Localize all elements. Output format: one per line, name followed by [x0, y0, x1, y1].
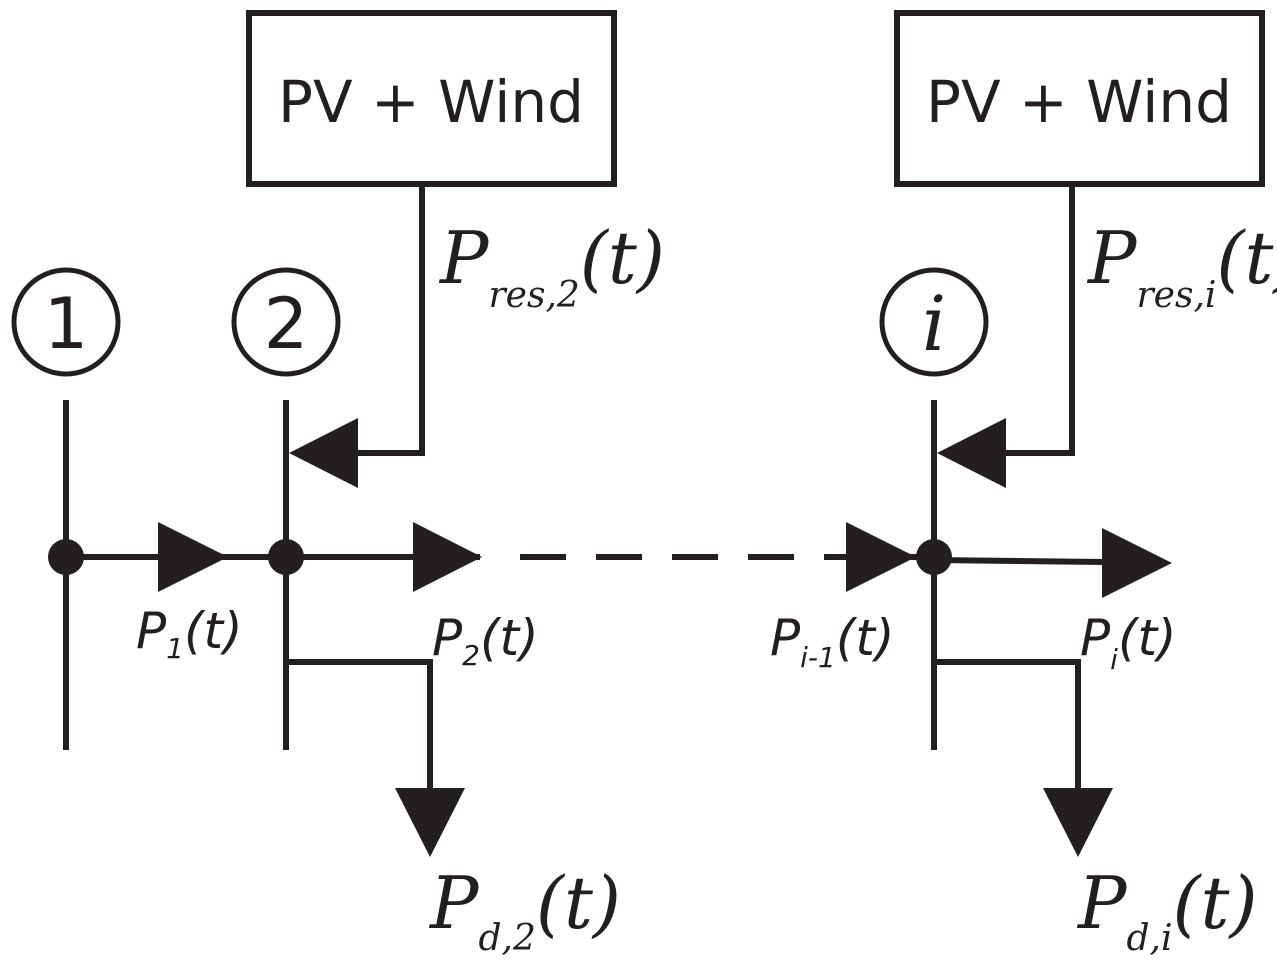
bus-1-number: 1	[44, 283, 89, 365]
bus-2-node	[268, 539, 304, 575]
flow-label-p-i-1: Pi-1(t)	[770, 609, 894, 674]
demand-branch-bus-i	[934, 659, 1113, 857]
injection-arrow-icon	[937, 418, 1006, 488]
injection-arrow-icon	[289, 418, 358, 488]
bus-1-marker: 1	[11, 267, 121, 377]
source-box-bus-i: PV + Wind	[894, 10, 1265, 187]
line-bus-i-out	[933, 557, 1105, 565]
demand-label-bus-i: Pd,i(t)	[1076, 861, 1258, 959]
flow-arrow-icon	[413, 522, 482, 592]
injection-label-bus-2: Pres,2(t)	[438, 216, 665, 316]
flow-label-p2: P2(t)	[432, 609, 539, 672]
flow-arrow-icon	[846, 522, 916, 592]
demand-arrow-icon	[395, 788, 465, 857]
injection-feeder-bus-2	[289, 184, 425, 488]
bus-2-number: 2	[264, 283, 309, 365]
flow-label-p1: P1(t)	[136, 602, 243, 665]
bus-i-number: i	[922, 279, 946, 368]
bus-i-node	[916, 539, 952, 575]
demand-label-bus-2: Pd,2(t)	[428, 861, 621, 959]
flow-arrow-icon	[1102, 528, 1172, 598]
demand-branch-bus-2	[286, 659, 465, 857]
bus-1-node	[48, 539, 84, 575]
source-box-label: PV + Wind	[278, 68, 584, 136]
bus-2-marker: 2	[231, 267, 341, 377]
demand-arrow-icon	[1043, 788, 1113, 857]
source-box-label: PV + Wind	[926, 68, 1232, 136]
flow-arrow-icon	[158, 522, 228, 592]
bus-i-marker: i	[879, 267, 989, 377]
injection-label-bus-i: Pres,i(t)	[1086, 216, 1277, 316]
source-box-bus-2: PV + Wind	[246, 10, 617, 187]
flow-label-p-i: Pi(t)	[1080, 609, 1177, 676]
injection-feeder-bus-i	[937, 184, 1075, 488]
